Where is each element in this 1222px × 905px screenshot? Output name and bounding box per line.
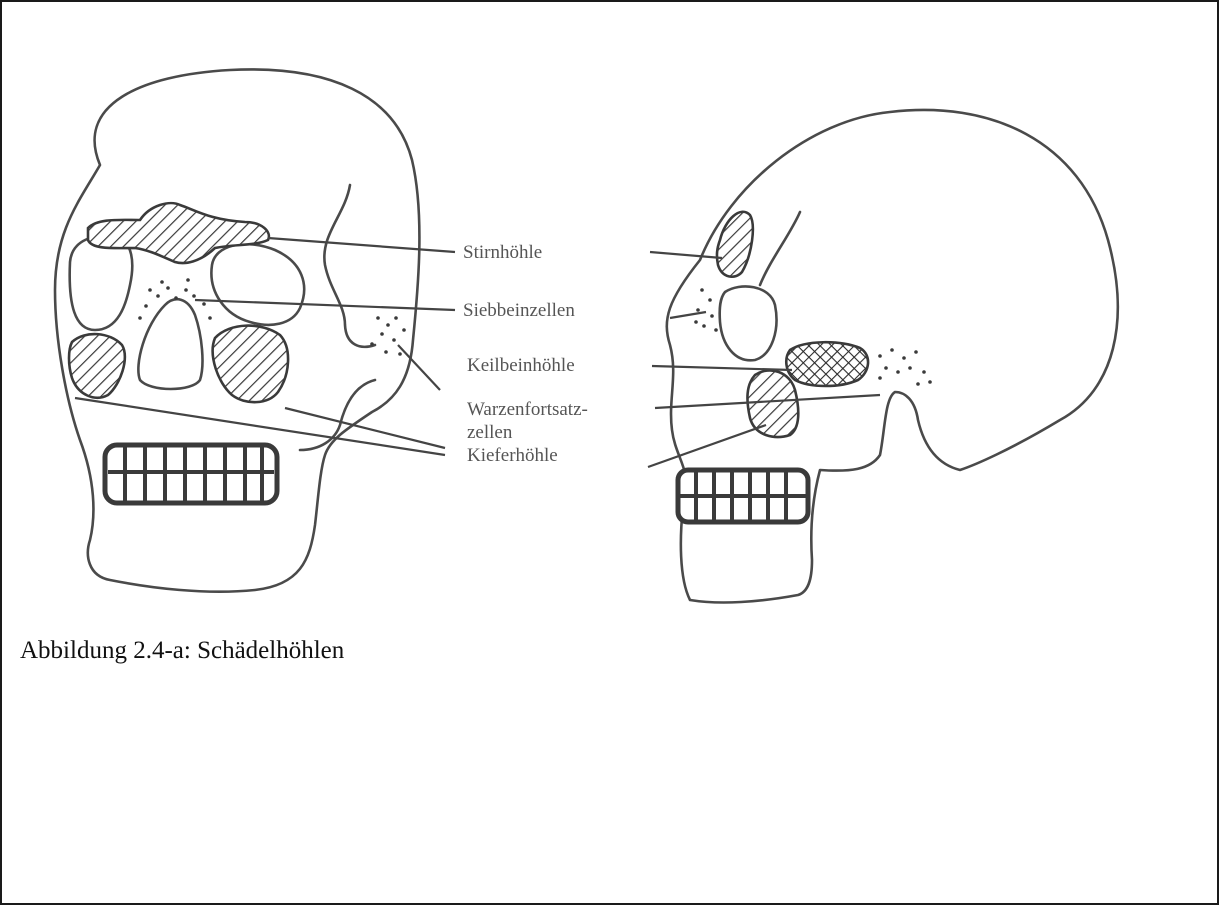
leader-sphenoid-front	[398, 345, 440, 390]
front-frontal-sinus	[88, 203, 269, 263]
front-teeth	[105, 445, 277, 503]
side-teeth	[678, 470, 808, 522]
front-right-maxillary-sinus	[213, 326, 288, 403]
leader-ethmoid-side	[670, 312, 706, 318]
label-maxillary-sinus: Kieferhöhle	[467, 445, 558, 466]
right-orbit	[211, 244, 304, 325]
side-maxillary-sinus	[747, 370, 798, 437]
label-mastoid-cells-line2: zellen	[467, 422, 513, 443]
side-skull	[667, 110, 1118, 603]
side-frontal-sinus	[717, 212, 753, 277]
sinus-labels: Stirnhöhle Siebbeinzellen Keilbeinhöhle …	[463, 242, 588, 466]
front-left-maxillary-sinus	[69, 334, 125, 398]
front-mastoid-dots	[370, 316, 406, 356]
temporal-line	[324, 185, 375, 347]
label-frontal-sinus: Stirnhöhle	[463, 242, 542, 263]
label-ethmoid-cells: Siebbeinzellen	[463, 300, 575, 321]
side-ethmoid-dots	[694, 288, 718, 332]
figure-caption: Abbildung 2.4-a: Schädelhöhlen	[20, 637, 344, 665]
nasal-cavity	[138, 299, 202, 389]
leader-maxillary-side	[648, 425, 766, 467]
leader-frontal-side	[650, 252, 722, 258]
side-sphenoid-sinus	[786, 342, 868, 386]
leader-frontal-front	[268, 238, 455, 252]
side-skull-outline	[667, 110, 1118, 603]
front-ethmoid-dots	[138, 278, 212, 320]
side-mastoid-dots	[878, 348, 932, 386]
front-skull	[55, 69, 419, 591]
side-orbit	[720, 286, 777, 360]
left-orbit	[70, 236, 133, 330]
side-temporal-line	[760, 212, 800, 285]
label-sphenoid-sinus: Keilbeinhöhle	[467, 355, 575, 376]
label-mastoid-cells-line1: Warzenfortsatz-	[467, 399, 588, 420]
skull-sinus-diagram: Stirnhöhle Siebbeinzellen Keilbeinhöhle …	[0, 0, 1222, 640]
